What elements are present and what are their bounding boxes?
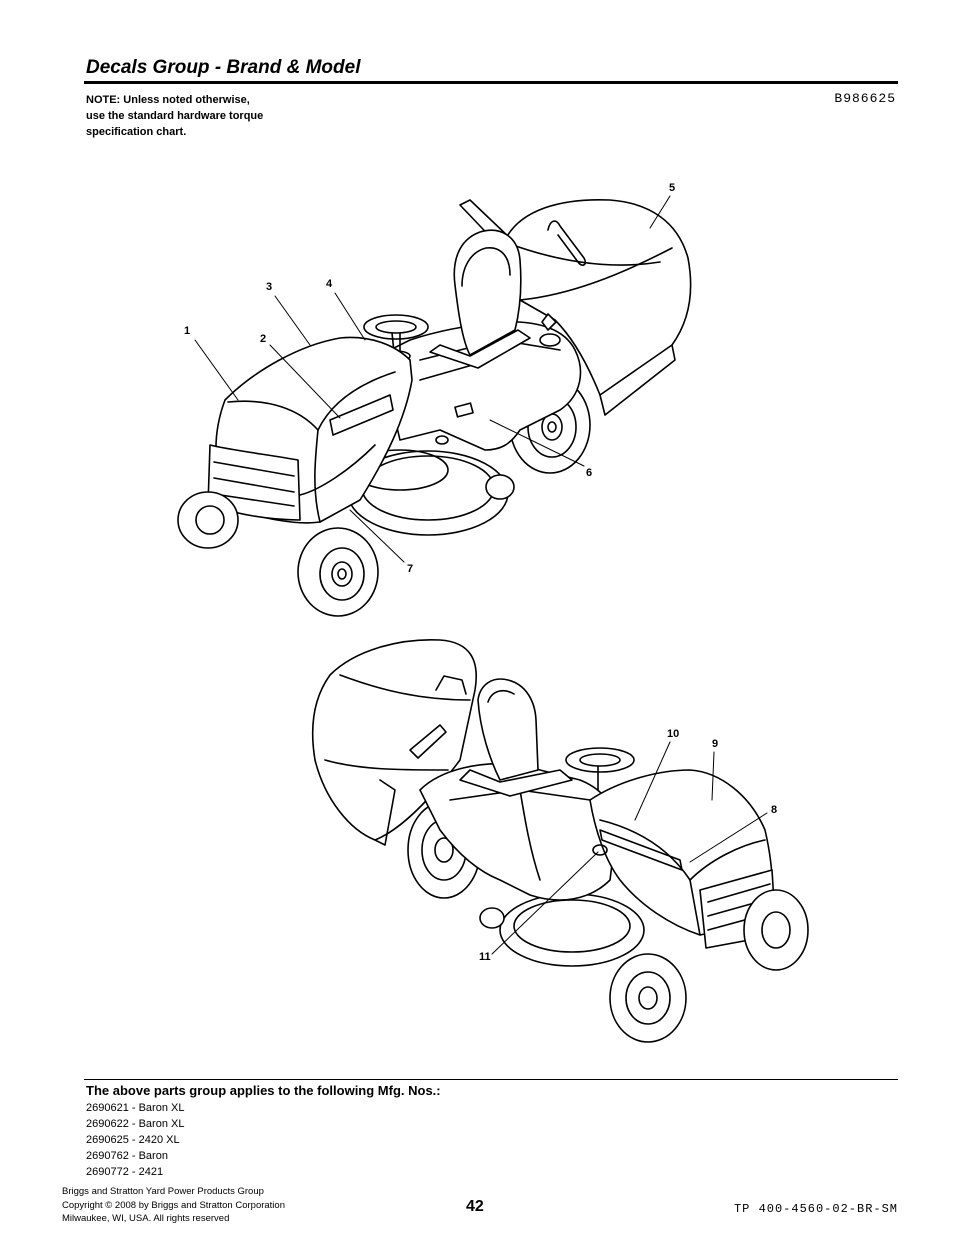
mower-deck-rear <box>479 893 645 967</box>
note-line: specification chart. <box>86 126 187 138</box>
seat-rear <box>459 678 573 797</box>
callout-10: 10 <box>667 728 679 740</box>
grass-bag <box>459 198 692 416</box>
page-number: 42 <box>466 1198 484 1215</box>
note-line: NOTE: Unless noted otherwise, <box>86 94 250 106</box>
callout-3: 3 <box>266 281 272 293</box>
callout-6: 6 <box>586 467 592 479</box>
callout-7: 7 <box>407 563 413 575</box>
callout-5: 5 <box>669 182 675 194</box>
tractor-rear-view <box>311 638 809 1043</box>
list-item: 2690622 - Baron XL <box>86 1118 185 1130</box>
steering-wheel-rear <box>565 747 635 791</box>
rights-line: Milwaukee, WI, USA. All rights reserved <box>62 1213 230 1224</box>
callout-labels: 1 2 3 4 5 6 7 8 9 10 11 <box>184 182 777 963</box>
copyright-block: Briggs and Stratton Yard Power Products … <box>62 1185 285 1226</box>
callout-2: 2 <box>260 333 266 345</box>
list-item: 2690621 - Baron XL <box>86 1102 185 1114</box>
list-item: 2690625 - 2420 XL <box>86 1134 180 1146</box>
company-line: Briggs and Stratton Yard Power Products … <box>62 1186 264 1197</box>
drawing-number: B986625 <box>834 91 896 106</box>
callout-leaders-top <box>194 195 671 563</box>
front-wheels-rear <box>609 889 809 1043</box>
tractor-body <box>379 313 582 451</box>
mower-deck <box>347 435 515 536</box>
document-code: TP 400-4560-02-BR-SM <box>733 1202 898 1216</box>
seat <box>429 229 531 369</box>
callout-11: 11 <box>479 951 491 963</box>
callout-4: 4 <box>326 278 333 290</box>
callout-9: 9 <box>712 738 718 750</box>
torque-note: NOTE: Unless noted otherwise, use the st… <box>86 92 326 140</box>
list-item: 2690762 - Baron <box>86 1150 168 1162</box>
footer-rule <box>84 1079 898 1080</box>
mfg-number-list: 2690621 - Baron XL 2690622 - Baron XL 26… <box>86 1100 184 1180</box>
callout-8: 8 <box>771 804 777 816</box>
list-item: 2690772 - 2421 <box>86 1166 164 1178</box>
callout-leaders-bottom <box>491 741 768 955</box>
header-rule <box>84 81 898 84</box>
note-line: use the standard hardware torque <box>86 110 264 122</box>
copyright-line: Copyright © 2008 by Briggs and Stratton … <box>62 1199 285 1211</box>
callout-1: 1 <box>184 325 190 337</box>
front-wheels <box>177 491 379 617</box>
applies-heading: The above parts group applies to the fol… <box>86 1083 441 1098</box>
page-title: Decals Group - Brand & Model <box>86 57 361 78</box>
tractor-front-view <box>177 195 692 617</box>
